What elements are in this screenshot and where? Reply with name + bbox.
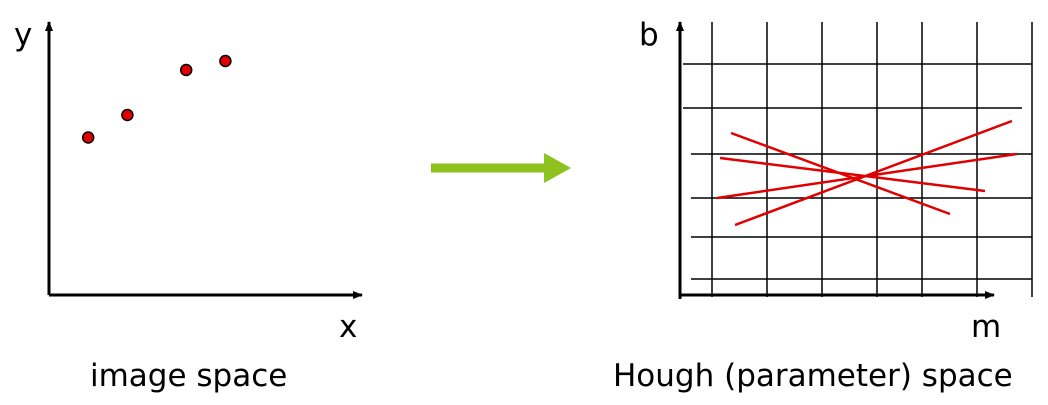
image-space-caption: image space: [90, 358, 288, 394]
hough-space-caption: Hough (parameter) space: [613, 358, 1013, 394]
image-space-panel: [45, 21, 363, 299]
hough-space-grid: [683, 22, 1033, 297]
image-point-3: [179, 63, 193, 77]
hough-space-m-label: m: [971, 309, 1002, 345]
hough-line-2: [719, 156, 986, 193]
image-point-2: [121, 108, 134, 122]
transform-arrow-head: [544, 153, 571, 183]
hough-space-lines: [716, 119, 1018, 227]
image-space-y-label: y: [14, 17, 33, 53]
image-point-4: [219, 54, 232, 68]
transform-arrow: [431, 153, 571, 183]
image-space-x-label: x: [339, 309, 358, 345]
image-space-points: [81, 54, 232, 144]
hough-space-b-label: b: [639, 17, 659, 53]
hough-line-4: [734, 119, 1013, 227]
image-point-1: [81, 131, 95, 144]
hough-space-panel: [676, 21, 1033, 299]
